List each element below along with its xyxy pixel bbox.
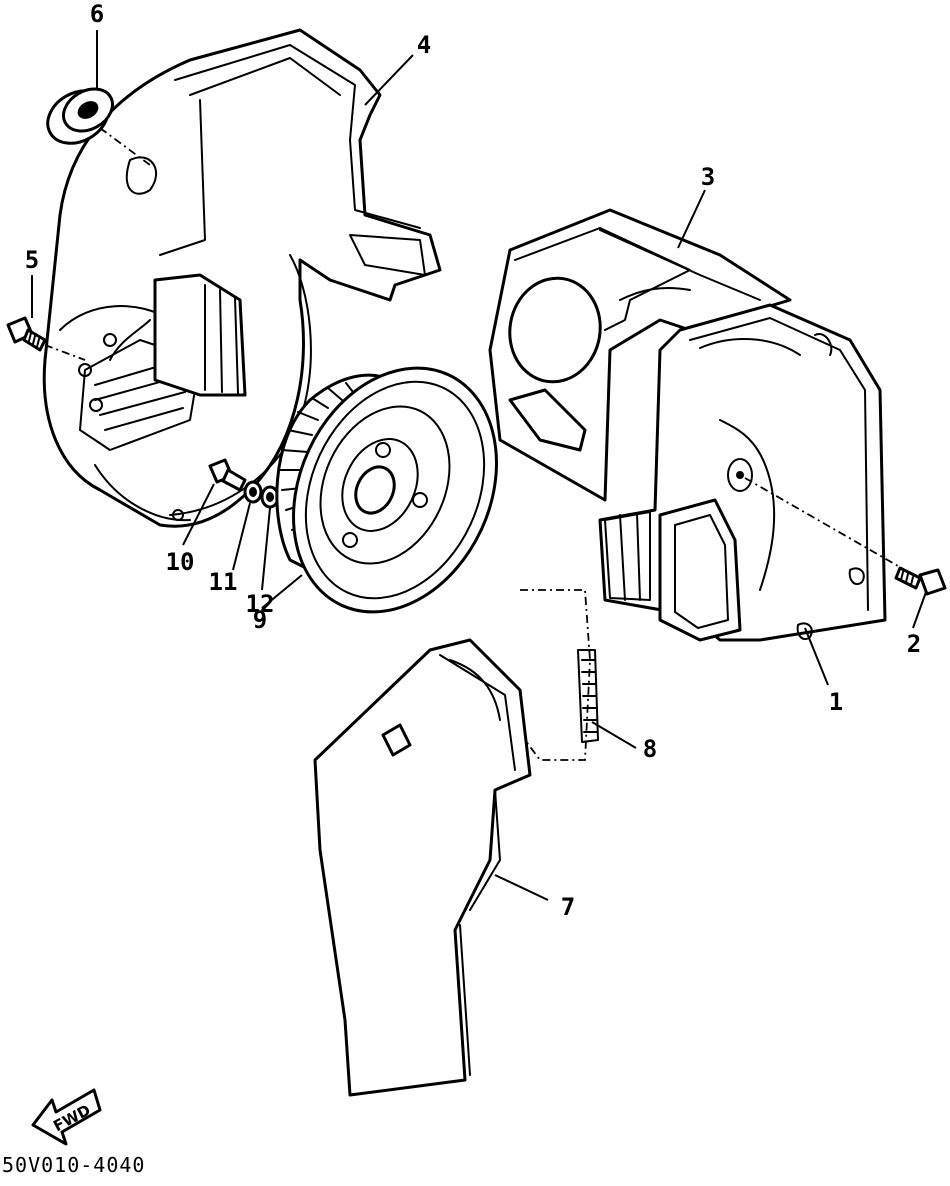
lock-washer-11-part [243, 480, 263, 504]
callout-8: 8 [643, 735, 657, 763]
bolt-10-part [208, 458, 247, 492]
grommet-part [46, 87, 114, 145]
callout-2: 2 [907, 630, 921, 658]
callout-3: 3 [701, 163, 715, 191]
callout-10: 10 [166, 548, 195, 576]
bolt-5-centerline [44, 344, 86, 361]
cover-part [598, 303, 887, 642]
callout-4: 4 [417, 31, 431, 59]
callout-9: 9 [253, 606, 267, 634]
cooling-fan-part [275, 366, 498, 614]
bolt-2-centerline [744, 477, 906, 571]
callout-5: 5 [25, 246, 39, 274]
grommet-centerline [99, 127, 151, 166]
callout-6: 6 [90, 0, 104, 28]
callout-labels: 1 2 3 4 5 6 7 8 9 10 11 12 [25, 0, 921, 921]
bolt-5-part [6, 316, 47, 352]
air-duct-part [488, 208, 792, 502]
forward-direction-arrow: FWD [31, 1088, 102, 1146]
gasket-seal-part [520, 589, 599, 761]
callout-1: 1 [829, 688, 843, 716]
leader-lines [31, 30, 927, 901]
callout-11: 11 [209, 568, 238, 596]
callout-7: 7 [561, 893, 575, 921]
intake-duct-part [313, 638, 532, 1097]
callout-12: 12 [246, 590, 275, 618]
bolt-2-part [894, 566, 947, 596]
drawing-code: 50V010-4040 [2, 1153, 145, 1177]
